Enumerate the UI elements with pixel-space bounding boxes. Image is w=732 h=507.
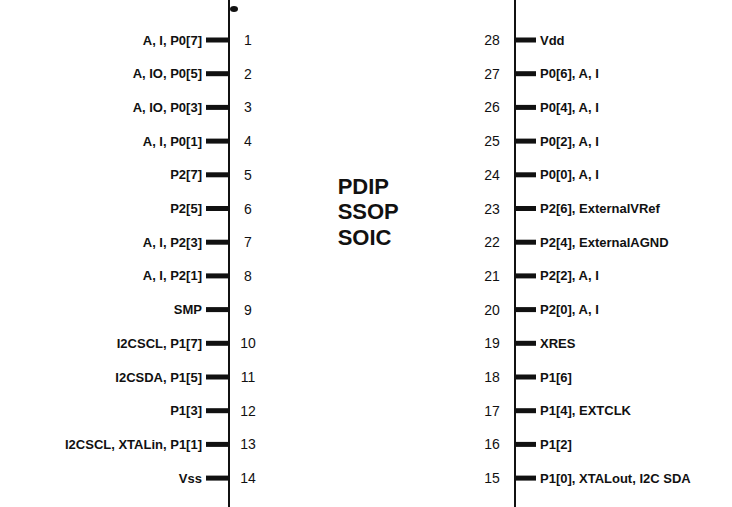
pin-name: A, I, P0[7] bbox=[143, 34, 202, 47]
pin-number: 12 bbox=[240, 404, 256, 418]
pin-number: 16 bbox=[484, 437, 500, 451]
pin-number: 24 bbox=[484, 168, 500, 182]
pin-stub bbox=[516, 139, 536, 144]
pin-stub bbox=[206, 172, 228, 177]
pin-number: 19 bbox=[484, 336, 500, 350]
pin-number: 7 bbox=[244, 235, 252, 249]
pin-stub bbox=[516, 408, 536, 413]
pin1-notch bbox=[230, 6, 238, 12]
pin-number: 14 bbox=[240, 471, 256, 485]
pin-stub bbox=[516, 172, 536, 177]
pin-name: P1[6] bbox=[540, 371, 572, 384]
pin-number: 21 bbox=[484, 269, 500, 283]
pin-stub bbox=[206, 105, 228, 110]
pin-name: P1[2] bbox=[540, 438, 572, 451]
pin-number: 26 bbox=[484, 100, 500, 114]
pin-name: P1[4], EXTCLK bbox=[540, 404, 631, 417]
pin-name: A, IO, P0[3] bbox=[133, 101, 202, 114]
pin-number: 4 bbox=[244, 134, 252, 148]
pin-name: P0[4], A, I bbox=[540, 101, 599, 114]
pin-name: I2CSCL, P1[7] bbox=[117, 337, 202, 350]
pin-stub bbox=[206, 139, 228, 144]
pin-number: 28 bbox=[484, 33, 500, 47]
pin-name: Vdd bbox=[540, 34, 565, 47]
pin-name: P2[5] bbox=[170, 202, 202, 215]
pin-name: XRES bbox=[540, 337, 575, 350]
pin-stub bbox=[516, 476, 536, 481]
pin-name: P0[2], A, I bbox=[540, 135, 599, 148]
pin-stub bbox=[206, 240, 228, 245]
pin-name: P2[6], ExternalVRef bbox=[540, 202, 660, 215]
pin-stub bbox=[516, 375, 536, 380]
pin-stub bbox=[206, 408, 228, 413]
pin-name: P0[0], A, I bbox=[540, 168, 599, 181]
pin-number: 11 bbox=[241, 370, 256, 384]
pin-number: 25 bbox=[484, 134, 500, 148]
pin-stub bbox=[516, 442, 536, 447]
pin-number: 17 bbox=[484, 404, 500, 418]
pin-stub bbox=[206, 38, 228, 43]
pin-number: 15 bbox=[484, 471, 500, 485]
pin-name: P2[7] bbox=[170, 168, 202, 181]
pin-name: P2[4], ExternalAGND bbox=[540, 236, 669, 249]
pin-number: 13 bbox=[240, 437, 256, 451]
ic-package-body: PDIP SSOP SOIC bbox=[228, 0, 516, 507]
pin-number: 1 bbox=[244, 33, 252, 47]
pin-number: 9 bbox=[244, 303, 252, 317]
pin-stub bbox=[206, 273, 228, 278]
pin-name: P2[0], A, I bbox=[540, 303, 599, 316]
pin-number: 10 bbox=[240, 336, 256, 350]
pin-stub bbox=[516, 341, 536, 346]
pin-stub bbox=[516, 240, 536, 245]
pin-name: A, I, P0[1] bbox=[143, 135, 202, 148]
pin-name: A, I, P2[1] bbox=[143, 269, 202, 282]
pin-number: 2 bbox=[244, 67, 252, 81]
pin-name: SMP bbox=[174, 303, 202, 316]
pin-stub bbox=[206, 442, 228, 447]
pin-stub bbox=[206, 71, 228, 76]
pin-stub bbox=[206, 206, 228, 211]
pin-stub bbox=[206, 341, 228, 346]
pin-name: P1[3] bbox=[170, 404, 202, 417]
pin-name: Vss bbox=[179, 472, 202, 485]
pin-stub bbox=[516, 273, 536, 278]
pin-stub bbox=[206, 476, 228, 481]
pin-stub bbox=[516, 105, 536, 110]
pin-name: P0[6], A, I bbox=[540, 67, 599, 80]
pin-number: 23 bbox=[484, 202, 500, 216]
pin-number: 6 bbox=[244, 202, 252, 216]
pin-number: 8 bbox=[244, 269, 252, 283]
pin-stub bbox=[516, 38, 536, 43]
pin-number: 18 bbox=[484, 370, 500, 384]
pin-name: I2CSDA, P1[5] bbox=[115, 371, 202, 384]
pin-stub bbox=[206, 307, 228, 312]
pin-stub bbox=[516, 307, 536, 312]
pin-number: 20 bbox=[484, 303, 500, 317]
pin-stub bbox=[516, 206, 536, 211]
pin-number: 5 bbox=[244, 168, 252, 182]
package-type-label: PDIP SSOP SOIC bbox=[338, 174, 399, 250]
pin-name: A, I, P2[3] bbox=[143, 236, 202, 249]
pin-number: 22 bbox=[484, 235, 500, 249]
pin-name: P2[2], A, I bbox=[540, 269, 599, 282]
pin-number: 27 bbox=[484, 67, 500, 81]
pin-name: A, IO, P0[5] bbox=[133, 67, 202, 80]
pin-number: 3 bbox=[244, 100, 252, 114]
pin-name: I2CSCL, XTALin, P1[1] bbox=[65, 438, 202, 451]
pin-stub bbox=[206, 375, 228, 380]
pin-stub bbox=[516, 71, 536, 76]
pin-name: P1[0], XTALout, I2C SDA bbox=[540, 472, 691, 485]
